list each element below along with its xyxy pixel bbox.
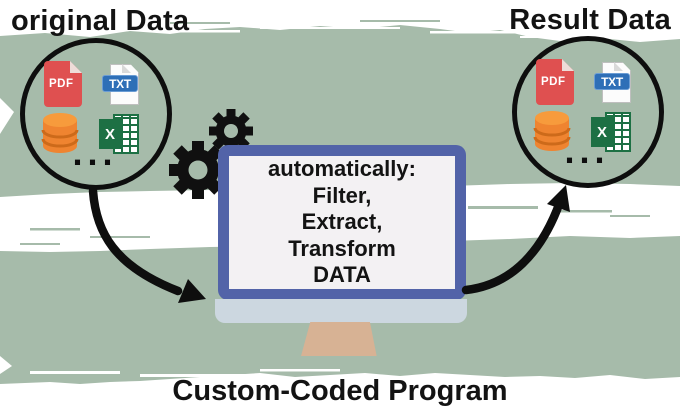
pdf-fold-corner <box>70 61 82 73</box>
monitor-stand <box>301 322 377 356</box>
database-cylinder <box>533 111 571 151</box>
brush-fleck <box>468 206 538 209</box>
excel-x-label: X <box>591 117 613 147</box>
screen-text-line: Filter, <box>312 182 372 208</box>
screen-text-line: Extract, <box>301 209 383 235</box>
brush-streak <box>360 20 440 22</box>
brush-streak <box>30 371 120 374</box>
pdf-label: PDF <box>49 78 74 90</box>
database-icon <box>533 109 571 158</box>
brush-fleck <box>552 210 612 213</box>
brush-streak <box>140 374 250 377</box>
txt-label: TXT <box>102 75 138 92</box>
txt-file-icon: TXT <box>102 64 139 106</box>
database-cylinder <box>41 113 79 153</box>
screen-text-line: automatically: <box>268 156 416 182</box>
brush-streak <box>170 22 230 24</box>
brush-speckle <box>0 98 14 134</box>
original-data-title: original Data <box>11 5 190 37</box>
pdf-file-icon: PDF <box>536 59 574 105</box>
program-caption: Custom-Coded Program <box>172 375 508 407</box>
result-data-title: Result Data <box>509 4 671 36</box>
screen-text-line: Transform <box>288 235 396 261</box>
result-data-circle: PDF TXT X ... <box>512 36 664 188</box>
brush-streak <box>150 30 240 33</box>
txt-fold-corner <box>122 64 131 73</box>
brush-streak <box>260 27 400 29</box>
brush-fleck <box>90 236 150 238</box>
monitor-bezel <box>215 299 467 323</box>
excel-file-icon: X <box>99 113 139 155</box>
excel-x-label: X <box>99 119 121 149</box>
monitor-screen: automatically: Filter, Extract, Transfor… <box>229 156 455 289</box>
excel-file-icon: X <box>591 111 631 153</box>
brush-speckle <box>0 356 12 374</box>
screen-text-line: DATA <box>313 262 371 288</box>
database-icon <box>41 111 79 160</box>
original-data-circle: PDF TXT X ... <box>20 38 172 190</box>
txt-fold-corner <box>614 62 623 71</box>
brush-streak <box>520 36 580 38</box>
pdf-label: PDF <box>541 76 566 88</box>
brush-streak <box>260 369 340 372</box>
pdf-file-icon: PDF <box>44 61 82 107</box>
brush-fleck <box>20 243 60 245</box>
more-formats-ellipsis: ... <box>564 130 610 171</box>
brush-fleck <box>30 228 80 231</box>
txt-label: TXT <box>594 73 630 90</box>
brush-fleck <box>610 215 650 217</box>
txt-file-icon: TXT <box>594 62 631 104</box>
more-formats-ellipsis: ... <box>72 132 118 173</box>
brush-streak <box>430 31 550 34</box>
